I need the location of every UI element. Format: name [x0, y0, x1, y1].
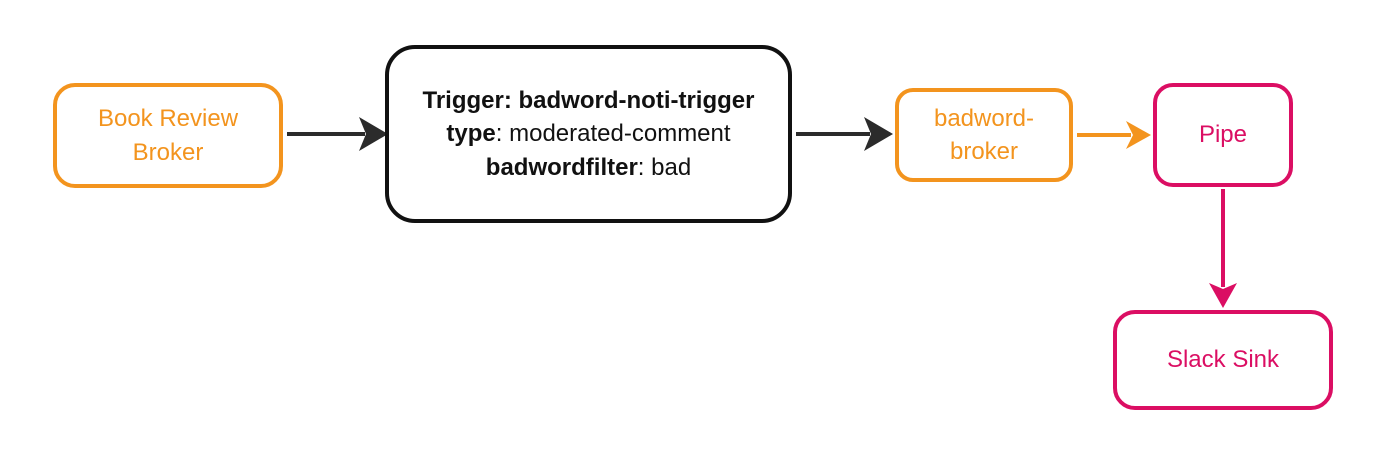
node-label: Book Review Broker [97, 105, 239, 166]
node-badword-broker: badword-broker [895, 88, 1073, 182]
node-label: Slack Sink [1166, 346, 1280, 374]
arrow-broker-to-trigger [287, 117, 388, 151]
node-label: badword-broker [933, 104, 1035, 165]
trigger-line-filter: badwordfilter: bad [485, 153, 692, 181]
node-book-review-broker: Book Review Broker [53, 83, 283, 188]
arrow-badword-broker-to-pipe [1077, 121, 1151, 149]
arrow-trigger-to-badword-broker [796, 117, 893, 151]
node-pipe: Pipe [1153, 83, 1293, 187]
trigger-line-type: type: moderated-comment [446, 120, 731, 148]
node-label: Pipe [1198, 121, 1248, 149]
trigger-line-name: Trigger: badword-noti-trigger [422, 87, 755, 115]
node-slack-sink: Slack Sink [1113, 310, 1333, 410]
arrow-pipe-to-slack-sink [1209, 189, 1237, 308]
trigger-text: Trigger: badword-noti-trigger type: mode… [411, 84, 767, 183]
node-trigger: Trigger: badword-noti-trigger type: mode… [385, 45, 792, 223]
